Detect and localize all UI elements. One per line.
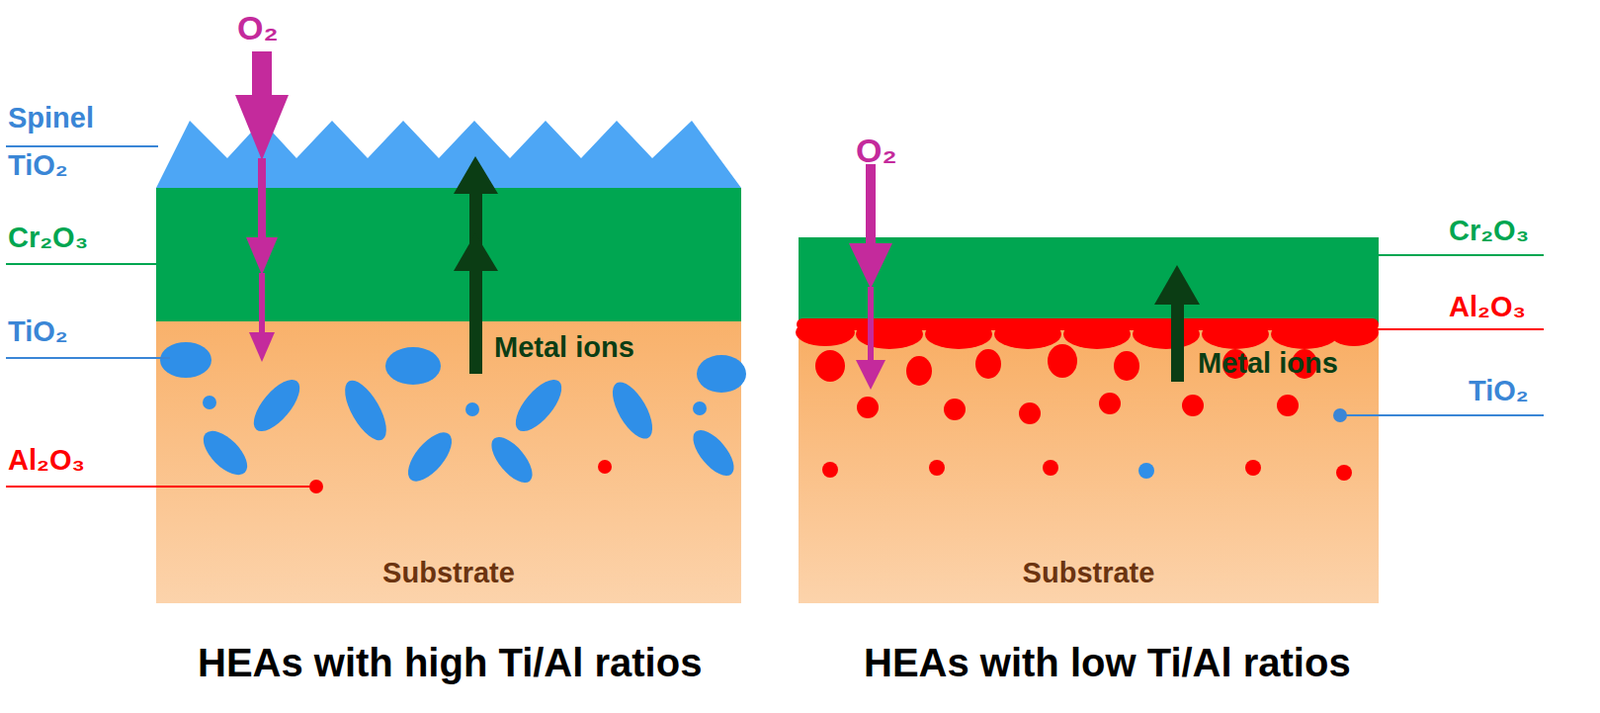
layer-label: Al₂O₃ — [7, 444, 85, 477]
substrate-block — [156, 187, 742, 603]
substrate-region: Substrate — [798, 345, 1379, 603]
layer-label: TiO₂ — [7, 316, 69, 348]
leader-lines — [5, 146, 1544, 487]
substrate-label: Substrate — [798, 556, 1379, 590]
caption-label: HEAs with low Ti/Al ratios — [863, 640, 1351, 684]
layer-label: Cr₂O₃ — [1448, 215, 1529, 248]
metal-ions-label: Metal ions — [1197, 347, 1339, 380]
caption-label: HEAs with high Ti/Al ratios — [197, 640, 702, 684]
alumina-layer — [795, 318, 1379, 481]
oxygen-arrow — [235, 51, 893, 390]
substrate-region: Substrate — [156, 321, 742, 603]
oxygen-label: O₂ — [237, 9, 279, 47]
layer-label: Cr₂O₃ — [7, 222, 88, 254]
titania-particle — [1333, 408, 1348, 422]
substrate-block — [798, 237, 1379, 603]
metal-ion-arrow — [453, 156, 1200, 382]
titania-particles — [160, 341, 747, 490]
layer-label: TiO₂ — [1468, 375, 1529, 408]
metal-ions-label: Metal ions — [494, 332, 635, 364]
spinel-layer — [156, 120, 742, 188]
chromia-layer — [156, 187, 742, 322]
oxygen-label: O₂ — [855, 132, 898, 169]
layer-label: TiO₂ — [7, 150, 69, 182]
layer-label: Spinel — [7, 102, 94, 135]
substrate-label: Substrate — [156, 556, 742, 590]
alumina-particles — [309, 459, 612, 494]
titania-particle — [1138, 462, 1155, 479]
chromia-layer — [798, 237, 1379, 325]
layer-label: Al₂O₃ — [1448, 291, 1526, 324]
